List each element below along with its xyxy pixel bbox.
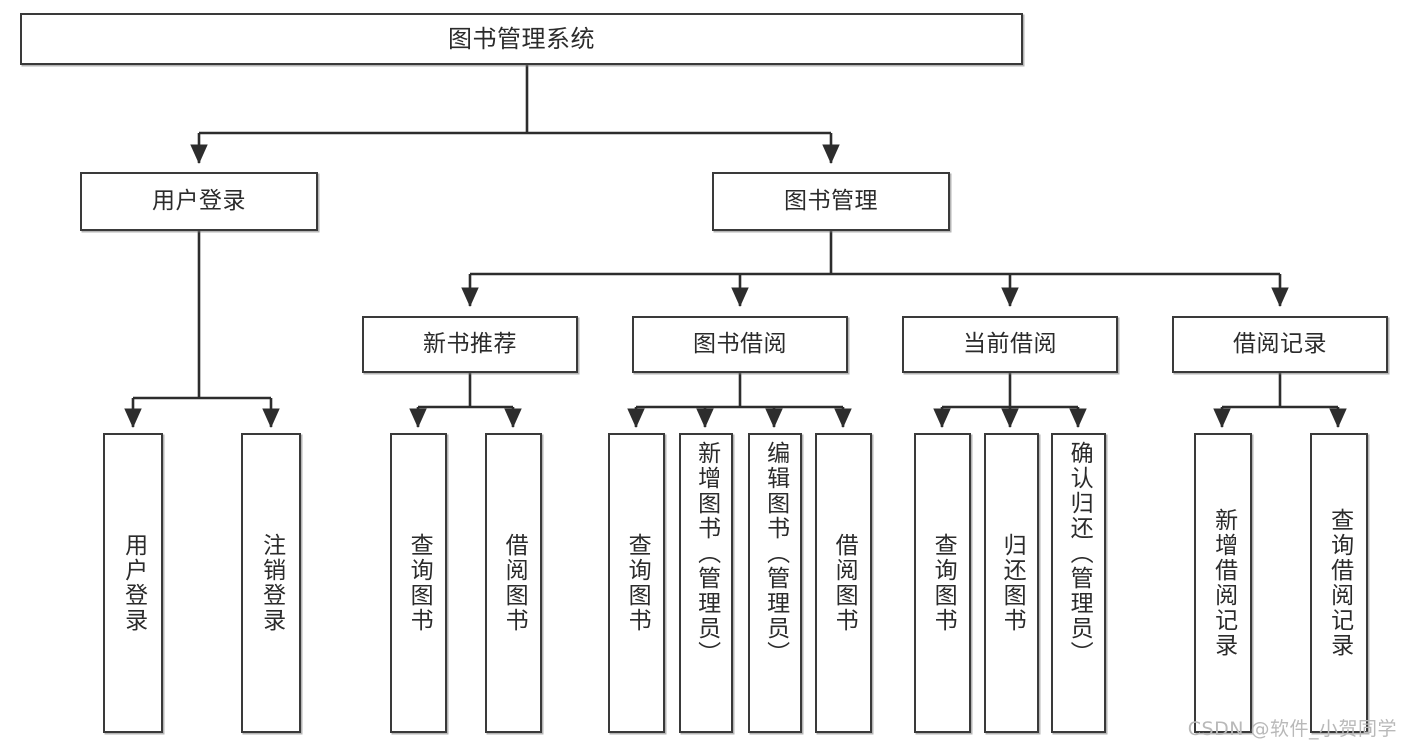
leaf-query-borrow-record[interactable]: 查询借阅记录 <box>1310 433 1368 733</box>
node-current-borrow[interactable]: 当前借阅 <box>902 316 1118 373</box>
node-new-book-recommend[interactable]: 新书推荐 <box>362 316 578 373</box>
node-label: 查询图书 <box>624 533 651 633</box>
node-label: 新书推荐 <box>423 330 517 357</box>
node-book-borrow[interactable]: 图书借阅 <box>632 316 848 373</box>
node-label: 借阅图书 <box>831 533 858 633</box>
leaf-borrow-book[interactable]: 借阅图书 <box>815 433 872 733</box>
node-label: 图书管理系统 <box>448 24 595 53</box>
node-label: 图书借阅 <box>693 330 787 357</box>
node-label: 图书管理 <box>784 187 878 214</box>
leaf-add-book-admin[interactable]: 新增图书（管理员） <box>679 433 733 733</box>
node-label: 注销登录 <box>258 533 285 633</box>
leaf-confirm-return-admin[interactable]: 确认归还（管理员） <box>1051 433 1106 733</box>
node-book-management[interactable]: 图书管理 <box>712 172 950 231</box>
node-user-login[interactable]: 用户登录 <box>80 172 318 231</box>
leaf-query-book-current[interactable]: 查询图书 <box>914 433 971 733</box>
leaf-user-login[interactable]: 用户登录 <box>103 433 163 733</box>
node-label: 借阅记录 <box>1233 330 1327 357</box>
node-label: 当前借阅 <box>963 330 1057 357</box>
watermark-text: CSDN @软件_小贺同学 <box>1187 718 1397 740</box>
node-label: 用户登录 <box>120 533 147 633</box>
leaf-add-borrow-record[interactable]: 新增借阅记录 <box>1194 433 1252 733</box>
node-borrow-record[interactable]: 借阅记录 <box>1172 316 1388 373</box>
node-root-book-management-system[interactable]: 图书管理系统 <box>20 13 1023 65</box>
node-label: 新增借阅记录 <box>1210 508 1237 658</box>
leaf-borrow-book-recommend[interactable]: 借阅图书 <box>485 433 542 733</box>
leaf-query-book-borrow[interactable]: 查询图书 <box>608 433 665 733</box>
leaf-logout[interactable]: 注销登录 <box>241 433 301 733</box>
leaf-edit-book-admin[interactable]: 编辑图书（管理员） <box>748 433 802 733</box>
node-label: 查询图书 <box>930 533 957 633</box>
node-label: 编辑图书（管理员） <box>762 441 789 666</box>
leaf-query-book-recommend[interactable]: 查询图书 <box>390 433 447 733</box>
node-label: 归还图书 <box>999 533 1026 633</box>
node-label: 确认归还（管理员） <box>1066 441 1093 666</box>
node-label: 新增图书（管理员） <box>693 441 720 666</box>
node-label: 借阅图书 <box>501 533 528 633</box>
node-label: 查询借阅记录 <box>1326 508 1353 658</box>
node-label: 用户登录 <box>152 187 246 214</box>
node-label: 查询图书 <box>406 533 433 633</box>
leaf-return-book[interactable]: 归还图书 <box>984 433 1039 733</box>
